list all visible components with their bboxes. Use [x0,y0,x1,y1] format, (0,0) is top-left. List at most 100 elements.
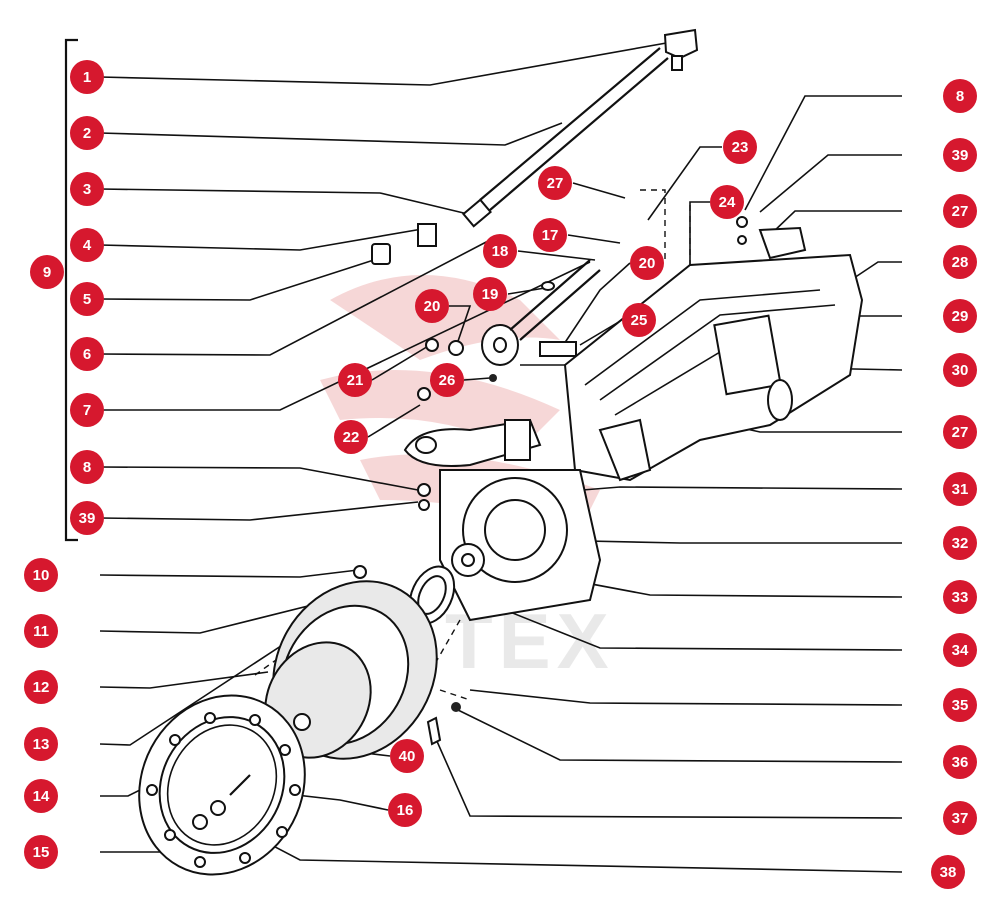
callout-badge-8-right[interactable]: 8 [943,79,977,113]
callout-badge-12[interactable]: 12 [24,670,58,704]
callout-label: 4 [83,237,92,254]
wheel-rim [138,694,306,876]
callout-label: 18 [492,243,509,260]
callout-badge-5[interactable]: 5 [70,282,104,316]
callout-label: 20 [424,298,441,315]
callout-label: 27 [952,424,969,441]
callouts-right: 8 39 27 28 29 30 27 31 32 33 34 35 36 37… [931,79,977,889]
callout-badge-7[interactable]: 7 [70,393,104,427]
callout-badge-20-b[interactable]: 20 [415,289,449,323]
callout-badge-13[interactable]: 13 [24,727,58,761]
callout-badge-8-left[interactable]: 8 [70,450,104,484]
callout-label: 39 [79,510,96,527]
callout-badge-36[interactable]: 36 [943,745,977,779]
callout-label: 15 [33,844,50,861]
callout-badge-21[interactable]: 21 [338,363,372,397]
callout-label: 28 [952,254,969,271]
callout-badge-34[interactable]: 34 [943,633,977,667]
callout-label: 8 [956,88,964,105]
callout-badge-11[interactable]: 11 [24,614,58,648]
callout-badge-30[interactable]: 30 [943,353,977,387]
callout-badge-3[interactable]: 3 [70,172,104,206]
callout-label: 6 [83,346,91,363]
callout-label: 40 [399,748,416,765]
wheel-hub-parts [254,565,471,760]
callout-label: 24 [719,194,736,211]
callout-label: 2 [83,125,91,142]
callout-badge-27-center[interactable]: 27 [538,166,572,200]
callout-badge-26[interactable]: 26 [430,363,464,397]
callout-label: 13 [33,736,50,753]
callout-badge-23[interactable]: 23 [723,130,757,164]
callout-label: 34 [952,642,969,659]
callout-badge-39-right[interactable]: 39 [943,138,977,172]
callout-label: 32 [952,535,969,552]
callout-badge-39-left[interactable]: 39 [70,501,104,535]
callout-label: 21 [347,372,364,389]
steering-arm-parts [403,259,601,511]
callout-label: 22 [343,429,360,446]
callout-badge-33[interactable]: 33 [943,580,977,614]
callout-label: 26 [439,372,456,389]
callout-label: 38 [940,864,957,881]
callout-badge-37[interactable]: 37 [943,801,977,835]
callouts-left: 1 2 3 4 5 6 7 8 39 9 10 11 12 13 14 15 [24,60,104,869]
callout-label: 17 [542,227,559,244]
callout-badge-27-right-a[interactable]: 27 [943,194,977,228]
callout-label: 3 [83,181,91,198]
axle-housing [439,189,864,622]
callout-badge-16[interactable]: 16 [388,793,422,827]
callout-badge-25[interactable]: 25 [622,303,656,337]
callout-badge-28[interactable]: 28 [943,245,977,279]
callout-badge-27-right-b[interactable]: 27 [943,415,977,449]
callout-badge-35[interactable]: 35 [943,688,977,722]
callout-badge-2[interactable]: 2 [70,116,104,150]
callout-label: 35 [952,697,969,714]
callout-label: 1 [83,69,91,86]
callout-badge-17[interactable]: 17 [533,218,567,252]
callout-badge-29[interactable]: 29 [943,299,977,333]
callout-badge-9[interactable]: 9 [30,255,64,289]
callout-badge-22[interactable]: 22 [334,420,368,454]
callout-badge-15[interactable]: 15 [24,835,58,869]
callout-label: 23 [732,139,749,156]
callout-label: 8 [83,459,91,476]
callout-label: 25 [631,312,648,329]
callout-badge-31[interactable]: 31 [943,472,977,506]
callout-label: 27 [547,175,564,192]
callout-badge-24[interactable]: 24 [710,185,744,219]
callout-label: 19 [482,286,499,303]
group-bracket [64,38,78,542]
tie-rod-assembly [371,28,699,265]
callout-label: 30 [952,362,969,379]
callout-label: 31 [952,481,969,498]
callout-label: 27 [952,203,969,220]
callout-badge-19[interactable]: 19 [473,277,507,311]
callout-badge-10[interactable]: 10 [24,558,58,592]
callout-label: 16 [397,802,414,819]
callout-badge-32[interactable]: 32 [943,526,977,560]
callout-badge-6[interactable]: 6 [70,337,104,371]
callout-label: 9 [43,264,51,281]
callout-label: 33 [952,589,969,606]
callout-label: 5 [83,291,91,308]
callout-label: 39 [952,147,969,164]
callout-badge-4[interactable]: 4 [70,228,104,262]
callout-label: 36 [952,754,969,771]
callout-badge-40[interactable]: 40 [390,739,424,773]
callout-label: 37 [952,810,969,827]
callout-label: 12 [33,679,50,696]
callout-label: 10 [33,567,50,584]
callout-badge-1[interactable]: 1 [70,60,104,94]
callout-label: 20 [639,255,656,272]
callout-label: 11 [33,623,49,640]
callout-badge-20-a[interactable]: 20 [630,246,664,280]
callout-badge-18[interactable]: 18 [483,234,517,268]
callout-badge-14[interactable]: 14 [24,779,58,813]
callout-badge-38[interactable]: 38 [931,855,965,889]
callout-label: 14 [33,788,50,805]
callout-label: 7 [83,402,91,419]
callouts-center: 23 24 27 17 18 20 19 20 25 21 26 22 40 1… [334,130,757,827]
callout-label: 29 [952,308,969,325]
